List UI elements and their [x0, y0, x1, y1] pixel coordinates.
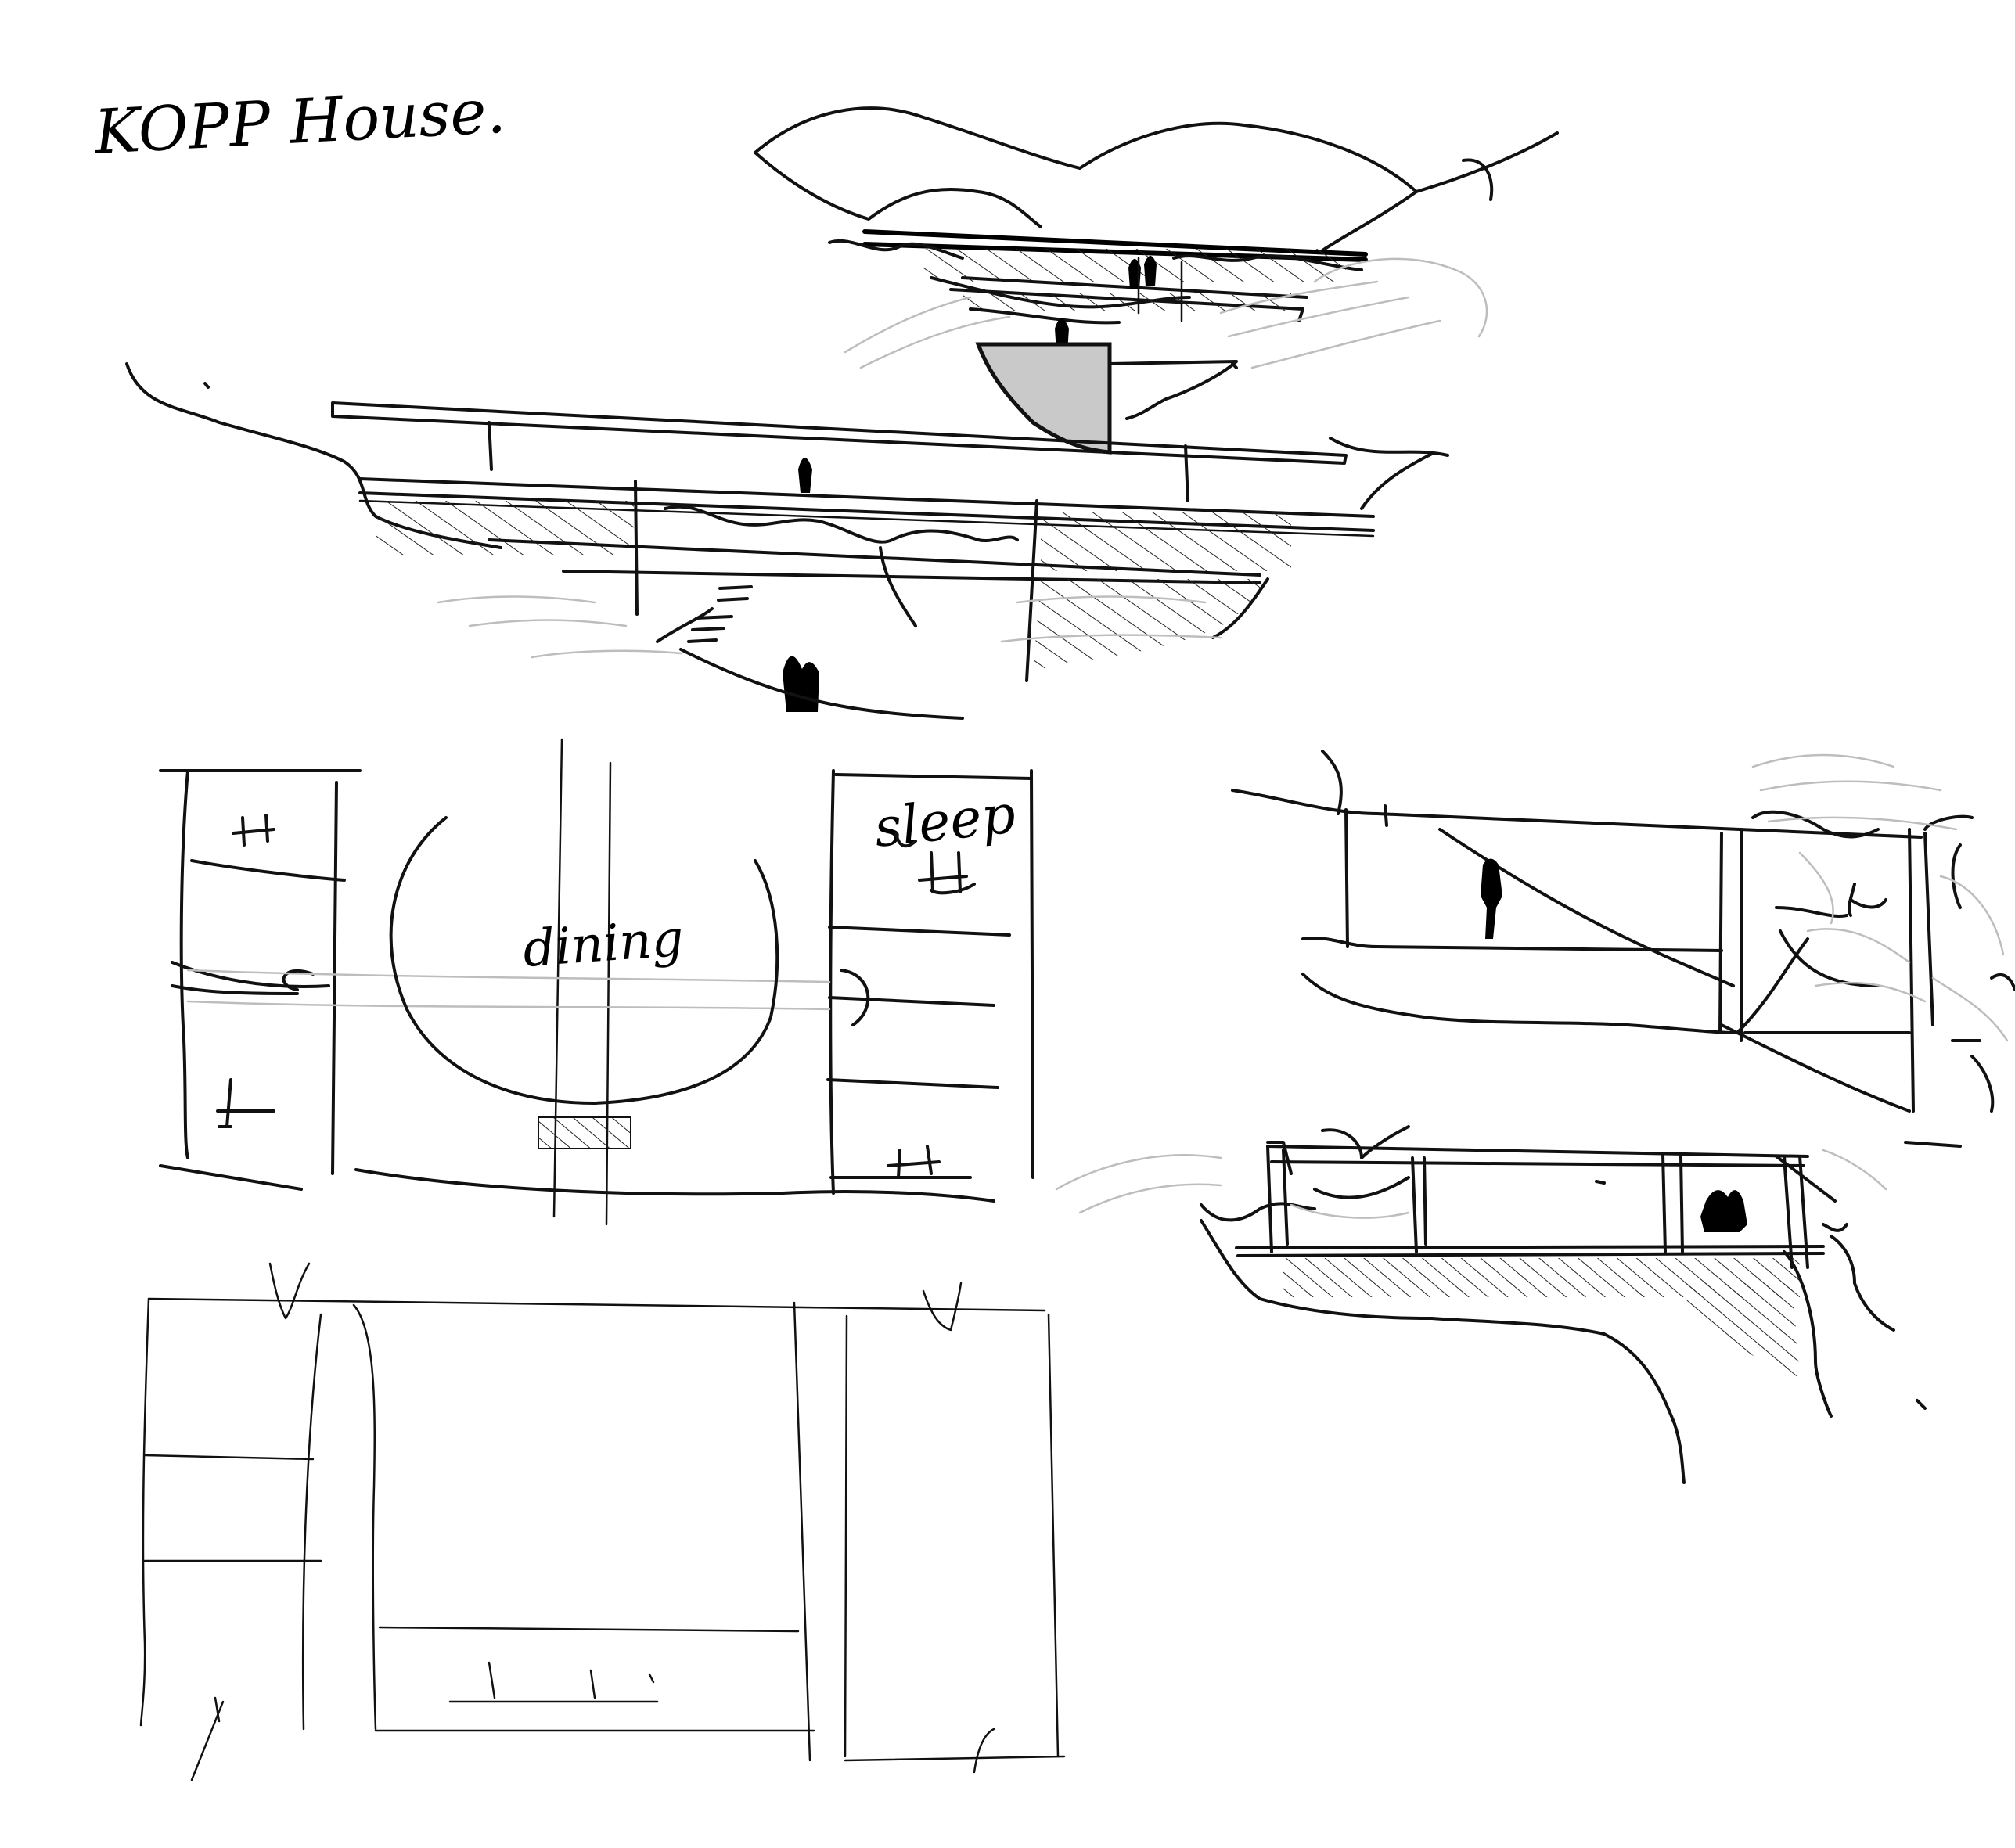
dining-label: dining: [521, 910, 685, 979]
plan-dining-sketch: dining sleep: [159, 738, 1034, 1226]
bed-icon: [216, 1078, 275, 1128]
human-figure-icon: [1481, 858, 1502, 939]
human-figure-icon: [783, 656, 819, 712]
lower-plan-sketch: [139, 1262, 1066, 1781]
dining-table-outline: [389, 816, 779, 1105]
sketch-title: KOPP House.: [91, 77, 507, 169]
right-section-sketch: [1055, 1125, 1927, 1484]
human-figure-icon: [1128, 256, 1157, 289]
human-figure-icon: [1700, 1190, 1747, 1232]
bed-icon: [918, 851, 976, 895]
right-perspective-sketch: [1231, 750, 2015, 1148]
top-perspective-sketch: [754, 106, 1559, 455]
sleep-label: sleep: [872, 783, 1019, 859]
human-figure-icon: [798, 458, 812, 493]
bed-icon: [232, 814, 275, 847]
bed-icon: [887, 1145, 941, 1179]
long-section-sketch: [125, 362, 1449, 720]
